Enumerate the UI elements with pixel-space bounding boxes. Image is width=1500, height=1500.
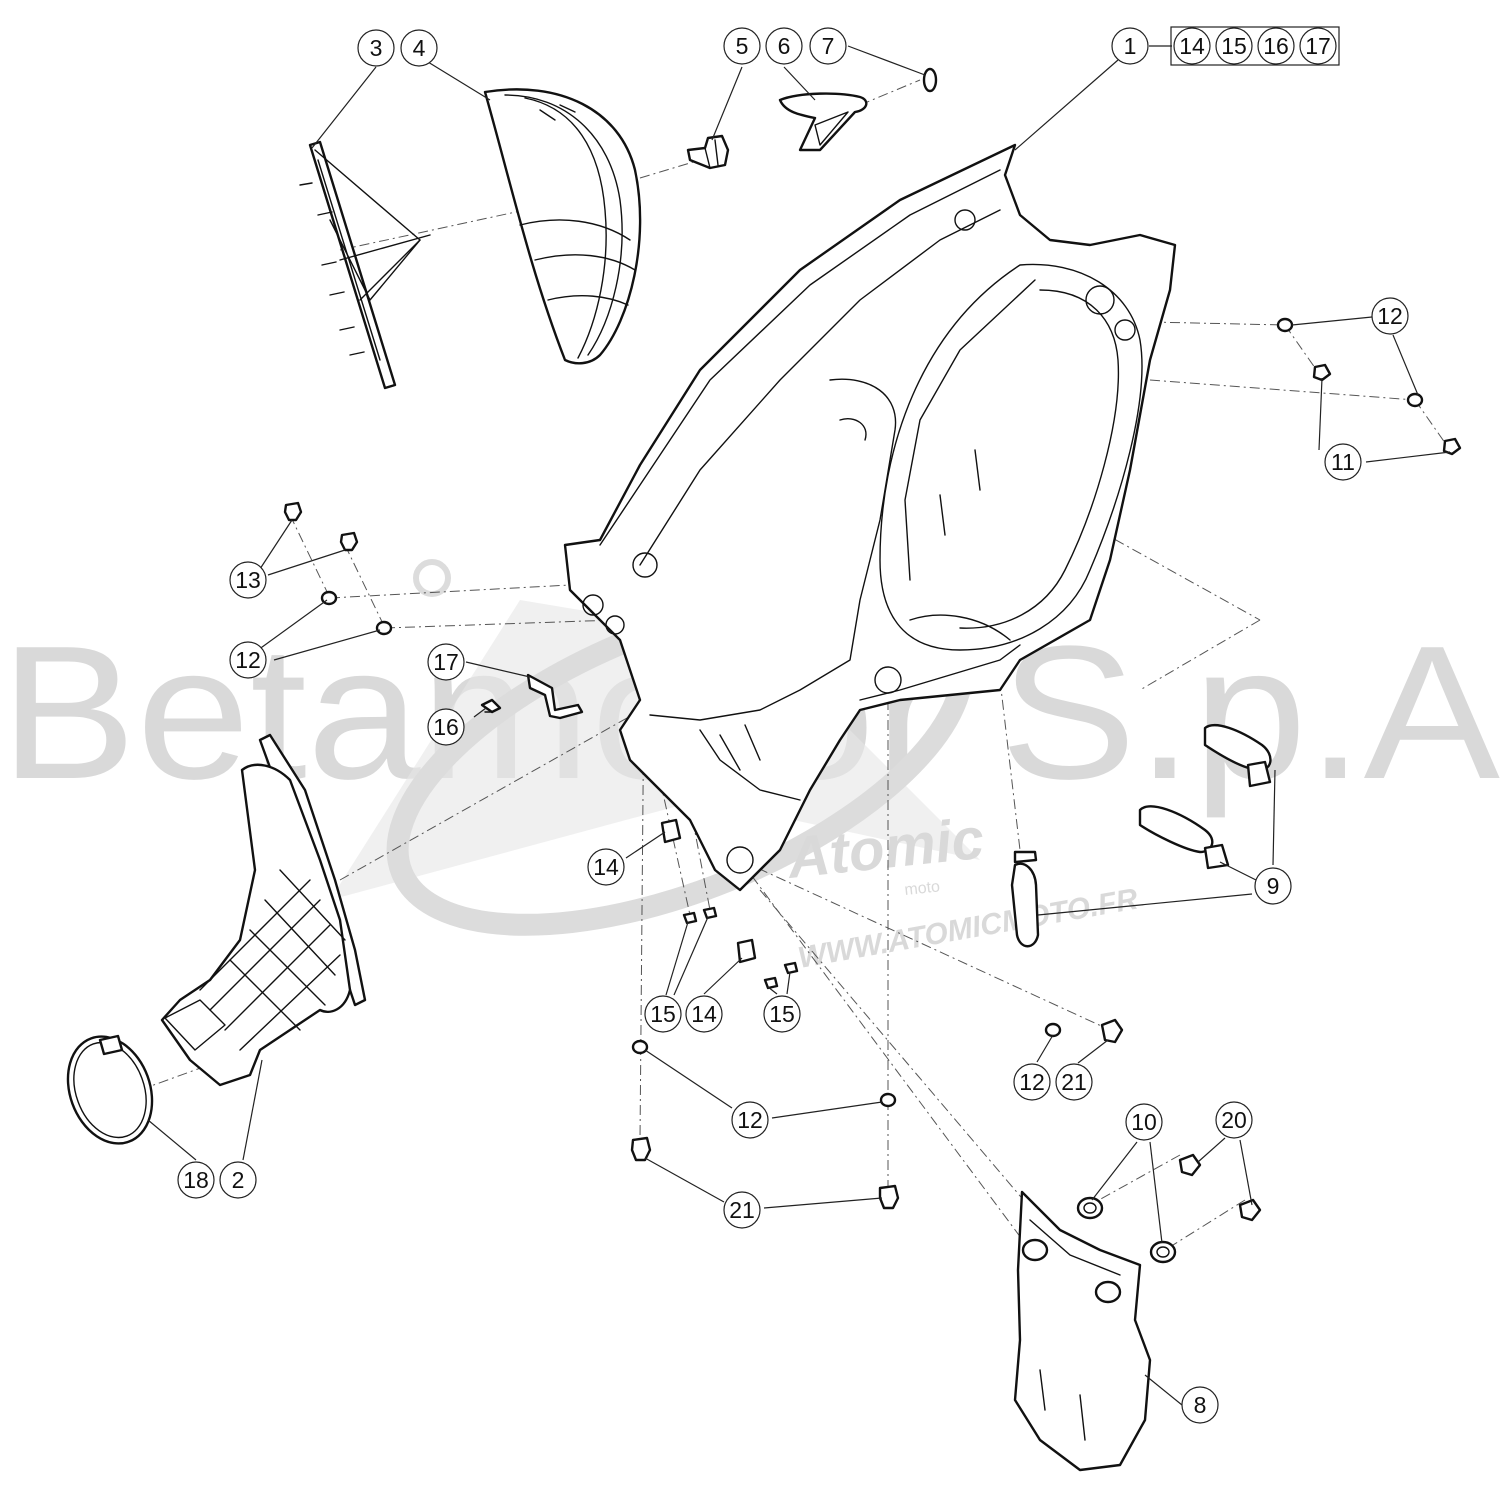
callout-13[interactable]: 13 <box>229 561 267 599</box>
callout-12-left[interactable]: 12 <box>229 641 267 679</box>
part-airbox <box>563 143 1177 892</box>
part-washer-7 <box>922 67 938 93</box>
svg-text:15: 15 <box>650 1001 676 1027</box>
callout-14-left[interactable]: 14 <box>587 848 625 886</box>
part-screw-16 <box>480 698 502 714</box>
svg-text:9: 9 <box>1267 873 1280 899</box>
svg-text:14: 14 <box>593 854 619 880</box>
svg-text:10: 10 <box>1131 1109 1157 1135</box>
callout-15-kit[interactable]: 15 <box>1215 27 1253 65</box>
svg-text:1: 1 <box>1124 33 1137 59</box>
callout-4[interactable]: 4 <box>400 29 438 67</box>
part-intake-duct <box>160 733 367 1087</box>
svg-text:12: 12 <box>1019 1069 1045 1095</box>
svg-text:11: 11 <box>1331 449 1355 475</box>
callout-21-bottom[interactable]: 21 <box>723 1191 761 1229</box>
callout-9[interactable]: 9 <box>1254 867 1292 905</box>
svg-text:21: 21 <box>729 1197 755 1223</box>
leader-lines <box>147 45 1451 1406</box>
part-bolts-13 <box>283 501 359 552</box>
svg-text:15: 15 <box>769 1001 795 1027</box>
svg-text:5: 5 <box>736 33 749 59</box>
svg-text:14: 14 <box>1179 33 1205 59</box>
svg-text:2: 2 <box>232 1167 245 1193</box>
svg-text:4: 4 <box>413 35 426 61</box>
svg-text:17: 17 <box>433 649 459 675</box>
callout-2[interactable]: 2 <box>219 1161 257 1199</box>
callout-21-right[interactable]: 21 <box>1055 1063 1093 1101</box>
svg-text:12: 12 <box>737 1107 763 1133</box>
svg-text:8: 8 <box>1194 1392 1207 1418</box>
part-clips-14 <box>660 818 757 964</box>
part-screws-20 <box>1178 1153 1262 1222</box>
callout-14-kit[interactable]: 14 <box>1173 27 1211 65</box>
svg-text:6: 6 <box>778 33 791 59</box>
callout-17[interactable]: 17 <box>427 643 465 681</box>
part-latch <box>686 134 730 170</box>
callout-8[interactable]: 8 <box>1181 1386 1219 1424</box>
part-screws-15 <box>682 906 799 990</box>
svg-text:16: 16 <box>1263 33 1289 59</box>
svg-text:3: 3 <box>370 35 383 61</box>
svg-text:20: 20 <box>1221 1107 1247 1133</box>
callout-16[interactable]: 16 <box>427 708 465 746</box>
callout-12-bottom[interactable]: 12 <box>731 1101 769 1139</box>
callout-18[interactable]: 18 <box>177 1161 215 1199</box>
callouts: 3 4 5 6 7 1 14 15 16 17 12 11 13 12 17 1… <box>177 27 1409 1424</box>
callout-11[interactable]: 11 <box>1324 443 1362 481</box>
part-rubbers-10 <box>1076 1196 1177 1264</box>
svg-text:7: 7 <box>822 33 835 59</box>
part-nuts-11 <box>1312 363 1462 456</box>
kit-group-box <box>1170 26 1340 66</box>
callout-10[interactable]: 10 <box>1125 1103 1163 1141</box>
callout-14-center[interactable]: 14 <box>685 995 723 1033</box>
part-bracket-17 <box>526 673 584 720</box>
callout-6[interactable]: 6 <box>765 27 803 65</box>
part-clip <box>778 92 868 152</box>
callout-7[interactable]: 7 <box>809 27 847 65</box>
svg-text:14: 14 <box>691 1001 717 1027</box>
svg-text:13: 13 <box>235 567 261 593</box>
callout-15-a[interactable]: 15 <box>644 995 682 1033</box>
watermark-url: WWW.ATOMICMOTO.FR <box>795 883 1140 975</box>
part-clamp-18 <box>66 1034 154 1145</box>
svg-text:17: 17 <box>1305 33 1331 59</box>
callout-20[interactable]: 20 <box>1215 1101 1253 1139</box>
svg-text:21: 21 <box>1061 1069 1087 1095</box>
callout-5[interactable]: 5 <box>723 27 761 65</box>
callout-12-lower[interactable]: 12 <box>1013 1063 1051 1101</box>
svg-text:15: 15 <box>1221 33 1247 59</box>
callout-1[interactable]: 1 <box>1111 27 1149 65</box>
callout-12-right[interactable]: 12 <box>1371 297 1409 335</box>
svg-text:12: 12 <box>235 647 261 673</box>
part-filter-element <box>483 88 642 365</box>
svg-text:18: 18 <box>183 1167 209 1193</box>
callout-16-kit[interactable]: 16 <box>1257 27 1295 65</box>
svg-text:12: 12 <box>1377 303 1403 329</box>
part-bolts-21 <box>630 1018 1124 1210</box>
part-guard-8 <box>1013 1190 1152 1472</box>
part-drain-plugs-9 <box>1010 723 1272 948</box>
callout-17-kit[interactable]: 17 <box>1299 27 1337 65</box>
callout-3[interactable]: 3 <box>357 29 395 67</box>
svg-text:16: 16 <box>433 714 459 740</box>
callout-15-b[interactable]: 15 <box>763 995 801 1033</box>
part-filter-cage <box>299 140 431 390</box>
watermark-logo-sub: moto <box>904 878 941 899</box>
